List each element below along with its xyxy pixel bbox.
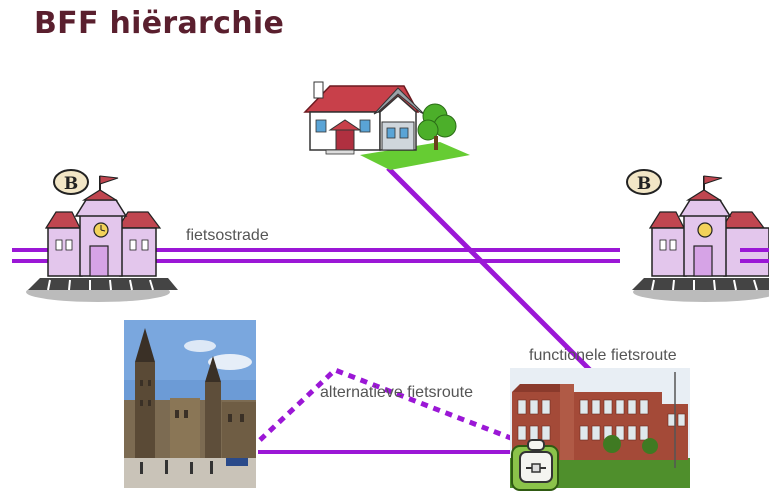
train-station-left-icon: B bbox=[26, 169, 178, 302]
station-badge-right: B bbox=[637, 174, 651, 194]
alternatieve-route bbox=[258, 367, 517, 443]
house-icon bbox=[303, 81, 470, 170]
school-photo bbox=[510, 368, 690, 488]
functionele-route bbox=[386, 166, 598, 378]
backpack-icon bbox=[511, 439, 559, 491]
page-title: BFF hiërarchie bbox=[34, 6, 285, 41]
train-station-right-icon: B bbox=[626, 169, 769, 302]
fietsostrade-label: fietsostrade bbox=[186, 227, 269, 244]
city-photo bbox=[124, 320, 256, 488]
alternatieve-fietsroute-label: alternatieve fietsroute bbox=[320, 384, 473, 401]
functionele-fietsroute-label: functionele fietsroute bbox=[529, 347, 677, 364]
station-badge-left: B bbox=[64, 174, 78, 194]
